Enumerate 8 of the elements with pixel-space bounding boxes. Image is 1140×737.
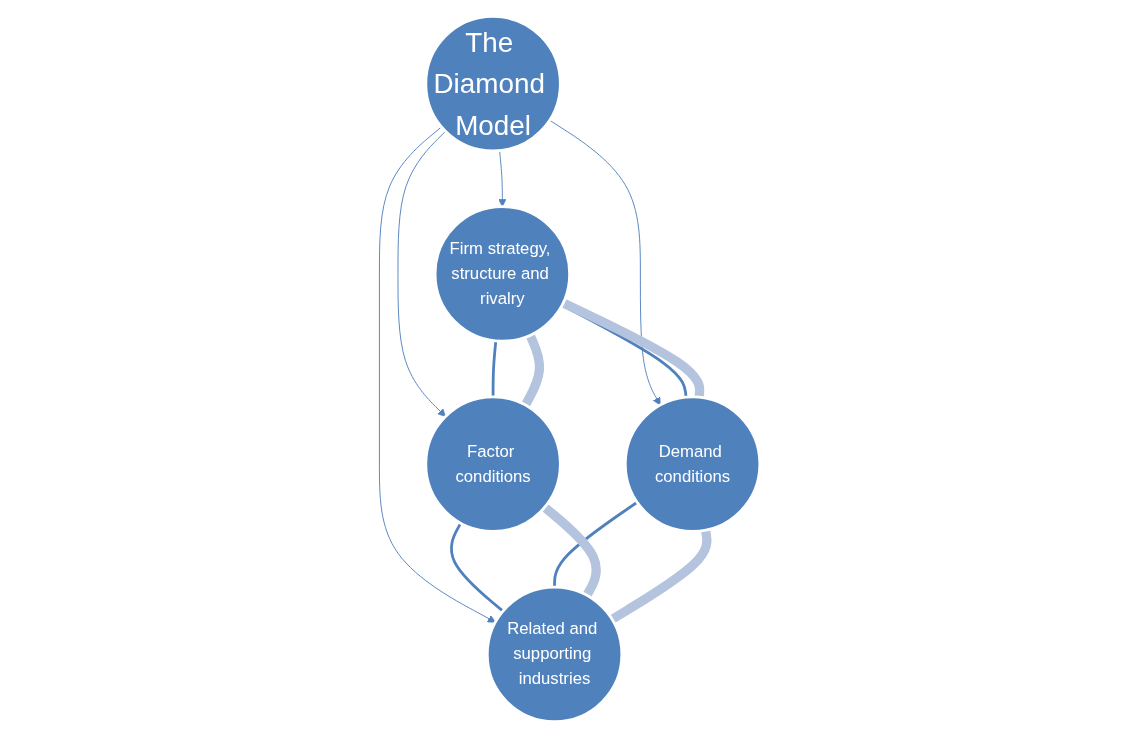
connector [492, 340, 498, 397]
node-circle: Related and supporting industries [486, 585, 624, 723]
node-circle: Demand conditions [624, 394, 762, 533]
node-circle: Firm strategy, structure and rivalry [434, 204, 572, 343]
connector [542, 503, 602, 598]
connector [553, 500, 639, 587]
connector [450, 521, 505, 612]
connector [521, 332, 545, 407]
